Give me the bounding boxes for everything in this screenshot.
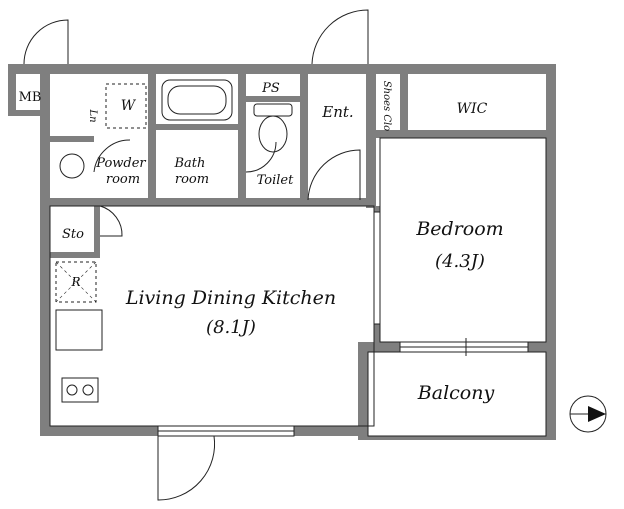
fixtures bbox=[55, 79, 293, 403]
label-ldk-size: (8.1J) bbox=[206, 317, 256, 338]
sink-icon bbox=[59, 153, 85, 179]
room-labels: MB W Ln PS Ent. Shoes Clo WIC Powder roo… bbox=[19, 81, 504, 404]
toilet-bowl-icon bbox=[258, 115, 288, 153]
label-balcony: Balcony bbox=[417, 382, 495, 404]
windows bbox=[157, 211, 529, 437]
label-bedroom: Bedroom bbox=[415, 218, 503, 240]
label-bath-room: Bath room bbox=[173, 156, 209, 187]
kitchen-sink-icon bbox=[55, 309, 103, 351]
door-swings bbox=[23, 9, 369, 501]
label-powder-room: Powder room bbox=[95, 156, 150, 187]
bathtub-icon bbox=[161, 79, 233, 121]
label-w: W bbox=[121, 98, 137, 114]
label-bedroom-size: (4.3J) bbox=[435, 251, 485, 272]
label-r: R bbox=[70, 275, 80, 289]
label-mb: MB bbox=[19, 90, 42, 105]
north-arrow-icon bbox=[569, 395, 607, 433]
label-shoes-clo: Shoes Clo bbox=[381, 81, 392, 131]
label-ent: Ent. bbox=[321, 103, 353, 121]
label-ldk: Living Dining Kitchen bbox=[125, 287, 336, 309]
label-sto: Sto bbox=[62, 227, 84, 242]
fridge-space-icon bbox=[55, 261, 97, 303]
toilet-tank-icon bbox=[253, 103, 293, 117]
washer-space-icon bbox=[105, 83, 147, 129]
label-ps: PS bbox=[261, 81, 280, 96]
label-toilet: Toilet bbox=[257, 173, 294, 188]
label-wic: WIC bbox=[457, 101, 488, 117]
inner-walls bbox=[50, 74, 546, 342]
label-ln: Ln bbox=[87, 108, 98, 122]
stove-icon bbox=[61, 377, 99, 403]
